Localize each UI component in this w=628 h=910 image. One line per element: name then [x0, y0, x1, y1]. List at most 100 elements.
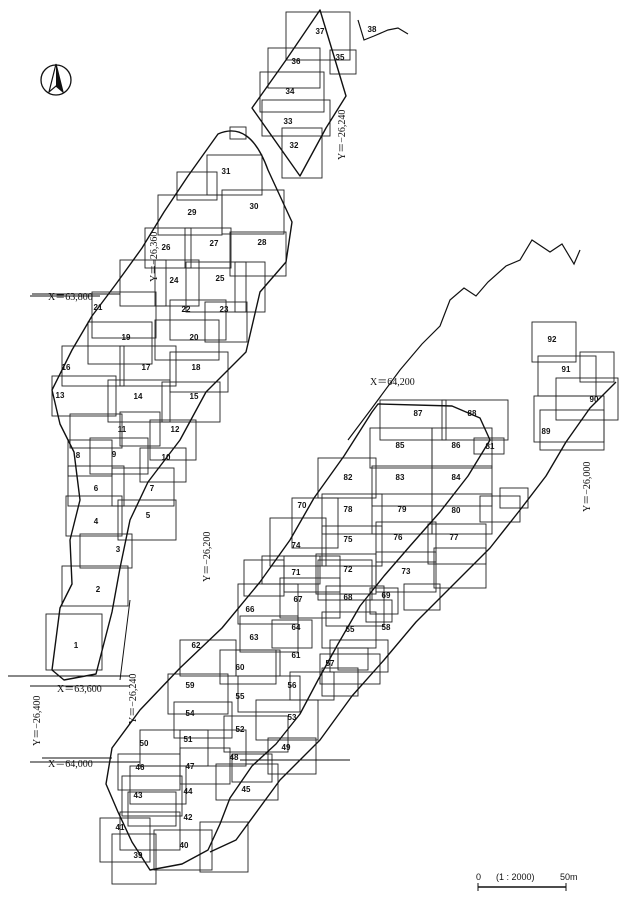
plot-label-79: 79 [398, 505, 407, 514]
plot-label-64: 64 [292, 623, 301, 632]
plot-square [91, 291, 157, 339]
plot-square [154, 319, 220, 361]
plot-label-21: 21 [94, 303, 103, 312]
plot-label-38: 38 [368, 25, 377, 34]
plot-square [173, 701, 233, 739]
plot-label-1: 1 [74, 641, 79, 650]
plot-label-63: 63 [250, 633, 259, 642]
plot-label-27: 27 [210, 239, 219, 248]
plot-label-71: 71 [292, 568, 301, 577]
plot-square [337, 647, 369, 671]
plot-square [229, 231, 287, 277]
plot-label-46: 46 [136, 763, 145, 772]
plot-label-87: 87 [414, 409, 423, 418]
coord-label-y-26240-top: Y＝−26,240 [337, 110, 348, 160]
plot-square [555, 377, 619, 421]
plot-square [329, 49, 357, 75]
scale-label-ratio: (1 : 2000) [496, 872, 535, 882]
plot-label-16: 16 [62, 363, 71, 372]
plot-label-10: 10 [162, 453, 171, 462]
plot-square [184, 227, 232, 269]
plot-label-30: 30 [250, 202, 259, 211]
plot-square [169, 351, 229, 393]
plot-square [167, 673, 229, 715]
plot-square [329, 639, 389, 673]
plot-square [317, 457, 377, 499]
plot-square [325, 585, 385, 627]
plot-square [499, 487, 529, 509]
plot-square [121, 775, 183, 817]
plot-label-60: 60 [236, 663, 245, 672]
north-arrow-icon [40, 63, 72, 96]
plot-square [234, 261, 266, 313]
plot-square [99, 817, 151, 863]
plot-label-58: 58 [382, 623, 391, 632]
plot-square [111, 467, 175, 507]
plot-grid [45, 11, 619, 885]
plot-label-17: 17 [142, 363, 151, 372]
plot-square [433, 547, 487, 589]
plot-square [255, 699, 319, 741]
plot-label-44: 44 [184, 787, 193, 796]
plot-label-48: 48 [230, 753, 239, 762]
plot-label-76: 76 [394, 533, 403, 542]
plot-label-25: 25 [216, 274, 225, 283]
plot-square [237, 675, 301, 713]
plot-label-41: 41 [116, 823, 125, 832]
plot-label-13: 13 [56, 391, 65, 400]
plot-square [375, 521, 437, 563]
plot-label-73: 73 [402, 567, 411, 576]
plot-square [243, 559, 285, 597]
coordinate-line [119, 599, 131, 681]
plot-label-90: 90 [590, 395, 599, 404]
coord-label-x-64200: X＝64,200 [370, 377, 415, 388]
plot-label-24: 24 [170, 276, 179, 285]
plot-square [239, 615, 299, 653]
plot-square [117, 499, 177, 541]
plot-label-3: 3 [116, 545, 121, 554]
site-outline [105, 403, 491, 871]
plot-label-23: 23 [220, 305, 229, 314]
site-outline [251, 9, 347, 177]
plot-square [144, 227, 192, 269]
plot-square [129, 765, 187, 805]
scale-label-zero: 0 [476, 872, 481, 882]
plot-square [379, 399, 447, 441]
plot-square [67, 465, 125, 507]
coord-label-y-26400: Y＝−26,400 [32, 696, 43, 746]
plot-label-62: 62 [192, 641, 201, 650]
plot-square [261, 99, 331, 137]
plot-square [427, 523, 487, 565]
plot-label-29: 29 [188, 208, 197, 217]
site-outlines [51, 9, 617, 871]
plot-label-54: 54 [186, 709, 195, 718]
plot-label-45: 45 [242, 785, 251, 794]
plot-square [291, 497, 339, 549]
terrain-line [347, 239, 581, 441]
plot-square [431, 427, 493, 469]
plot-label-92: 92 [548, 335, 557, 344]
plot-label-43: 43 [134, 791, 143, 800]
site-outline [209, 381, 617, 853]
plot-square [176, 171, 218, 201]
plot-square [279, 577, 341, 619]
plot-square [179, 639, 237, 677]
plot-label-7: 7 [150, 484, 155, 493]
plot-square [431, 493, 493, 535]
plot-square [371, 465, 433, 507]
plot-label-70: 70 [298, 501, 307, 510]
plot-label-83: 83 [396, 473, 405, 482]
plot-square [119, 411, 161, 447]
plot-square [321, 667, 359, 697]
plot-square [229, 126, 247, 140]
plot-label-53: 53 [288, 713, 297, 722]
plot-label-18: 18 [192, 363, 201, 372]
plot-square [51, 375, 117, 417]
plot-label-12: 12 [171, 425, 180, 434]
plot-square [61, 565, 129, 607]
coord-label-y-26360: Y＝−26,360 [149, 232, 160, 282]
plot-square [185, 261, 247, 313]
plot-square [111, 833, 157, 885]
plot-label-22: 22 [182, 305, 191, 314]
